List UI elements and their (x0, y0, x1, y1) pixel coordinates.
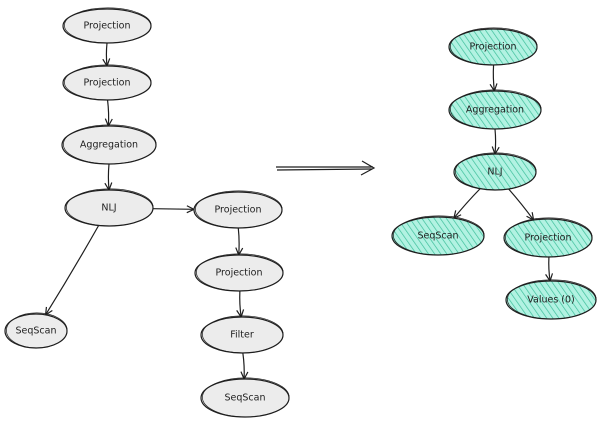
transform-arrow (276, 160, 376, 176)
right-node-r5: Projection (503, 217, 593, 258)
nodes-layer: ProjectionProjectionAggregationNLJSeqSca… (4, 7, 597, 418)
right-node-r2: Aggregation (448, 89, 542, 130)
left-node-l7: Projection (194, 253, 284, 292)
left-node-l5: SeqScan (4, 312, 68, 349)
left-node-l1: Projection (62, 7, 152, 44)
left-node-l6: Projection (193, 190, 283, 229)
right-edge-r5-to-r6 (545, 256, 554, 283)
left-node-label: Projection (215, 205, 262, 216)
left-node-label: Projection (84, 21, 131, 32)
right-node-r6: Values (0) (505, 279, 597, 320)
left-node-label: Projection (84, 78, 131, 89)
left-node-l4: NLJ (64, 188, 154, 227)
right-node-r4: SeqScan (391, 215, 485, 256)
right-node-r1: Projection (448, 27, 538, 66)
left-node-l2: Projection (62, 64, 152, 101)
left-node-l3: Aggregation (61, 124, 157, 165)
right-node-r3: NLJ (453, 152, 537, 191)
right-node-label: Values (0) (527, 295, 575, 306)
right-node-label: Projection (525, 233, 572, 244)
left-node-label: Filter (230, 330, 254, 341)
left-edge-l4-to-l6 (152, 205, 196, 214)
right-node-label: Aggregation (466, 105, 524, 116)
left-edge-l1-to-l2 (102, 42, 111, 68)
right-edge-r3-to-r5 (508, 188, 535, 222)
left-edge-l3-to-l4 (104, 163, 113, 192)
left-node-l9: SeqScan (200, 377, 290, 418)
left-edge-l6-to-l7 (235, 227, 244, 257)
right-node-label: NLJ (487, 167, 502, 178)
left-edge-l2-to-l3 (104, 99, 113, 128)
left-node-l8: Filter (200, 315, 284, 354)
left-node-label: SeqScan (224, 393, 265, 404)
left-edge-l8-to-l9 (240, 352, 249, 381)
left-node-label: SeqScan (15, 326, 56, 337)
left-edge-l7-to-l8 (236, 290, 245, 319)
left-edge-l4-to-l5 (44, 225, 100, 317)
right-edge-r1-to-r2 (489, 64, 498, 93)
right-edge-r2-to-r3 (491, 128, 500, 156)
left-node-label: Aggregation (80, 140, 138, 151)
left-node-label: Projection (216, 268, 263, 279)
right-edge-r3-to-r4 (453, 188, 481, 220)
left-node-label: NLJ (101, 203, 116, 214)
right-node-label: Projection (470, 42, 517, 53)
right-node-label: SeqScan (417, 231, 458, 242)
